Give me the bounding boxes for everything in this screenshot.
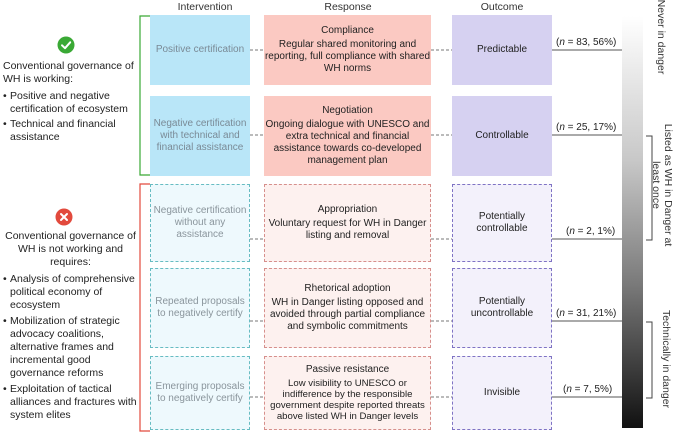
intervention-box: Negative certification with technical an… [150,96,250,176]
header-intervention: Intervention [177,1,233,13]
intervention-text: Repeated proposals to negatively certify [155,296,245,319]
red-bracket [139,183,150,432]
count-label: (n = 7, 5%) [563,384,613,395]
working-bullet: Technical and financial assistance [3,118,135,144]
row-connectors [250,49,452,398]
count-label: (n = 2, 1%) [566,226,616,237]
working-bullet: Positive and negative certification of e… [3,90,135,116]
intervention-box: Negative certification without any assis… [150,184,250,262]
not-working-bullet: Mobilization of strategic advocacy coali… [3,315,138,380]
outcome-box: Controllable [452,96,552,176]
never-in-danger-label: Never in danger [655,0,667,75]
response-title: Passive resistance [305,364,390,375]
response-body: Ongoing dialogue with UNESCO and extra t… [265,119,430,166]
intervention-box: Positive certification [150,15,250,85]
outcome-text: Potentially controllable [476,211,528,234]
count-label: (n = 25, 17%) [556,122,617,133]
technically-bracket [646,321,653,399]
response-box: Negotiation Ongoing dialogue with UNESCO… [264,96,431,176]
outcome-text: Invisible [483,387,521,398]
response-title: Compliance [321,25,374,36]
intervention-box: Repeated proposals to negatively certify [150,268,250,348]
listed-in-danger-label: Listed as WH in Danger at least once [650,123,674,247]
intervention-text: Negative certification without any assis… [153,205,247,240]
not-working-section: Conventional governance of WH is not wor… [3,230,138,424]
outcome-box: Potentially controllable [452,184,552,262]
outcome-box: Predictable [452,15,552,85]
count-label: (n = 31, 21%) [556,308,617,319]
outcome-box: Invisible [452,356,552,430]
intervention-box: Emerging proposals to negatively certify [150,356,250,430]
intervention-text: Positive certification [155,44,245,55]
intervention-text: Emerging proposals to negatively certify [155,381,245,404]
response-body: Low visibility to UNESCO or indifference… [270,378,425,422]
working-title: Conventional governance of WH is working… [3,60,134,85]
outcome-text: Controllable [475,130,529,141]
danger-gradient-bar [622,16,643,428]
check-circle-icon [57,36,75,54]
not-working-title: Conventional governance of WH is not wor… [5,230,136,268]
response-title: Negotiation [322,105,373,116]
response-body: Regular shared monitoring and reporting,… [264,39,431,74]
outcome-text: Potentially uncontrollable [470,296,534,319]
outcome-text: Predictable [476,44,528,55]
green-bracket [139,15,150,176]
cross-circle-icon [55,208,73,226]
header-response: Response [324,1,372,13]
response-title: Appropriation [317,204,378,215]
outcome-box: Potentially uncontrollable [452,268,552,348]
working-section: Conventional governance of WH is working… [3,60,135,146]
response-box: Appropriation Voluntary request for WH i… [264,184,431,262]
response-box: Rhetorical adoption WH in Danger listing… [264,268,431,348]
listed-bracket [646,135,653,241]
response-body: Voluntary request for WH in Danger listi… [268,218,427,241]
response-box: Compliance Regular shared monitoring and… [264,15,431,85]
intervention-text: Negative certification with technical an… [153,118,247,153]
not-working-bullet: Exploitation of tactical alliances and f… [3,383,138,422]
count-label: (n = 83, 56%) [556,37,617,48]
not-working-bullet: Analysis of comprehensive political econ… [3,273,138,312]
response-box: Passive resistance Low visibility to UNE… [264,356,431,430]
header-outcome: Outcome [480,1,524,13]
technically-in-danger-label: Technically in danger [660,309,672,409]
response-title: Rhetorical adoption [304,283,391,294]
response-body: WH in Danger listing opposed and avoided… [269,297,426,332]
